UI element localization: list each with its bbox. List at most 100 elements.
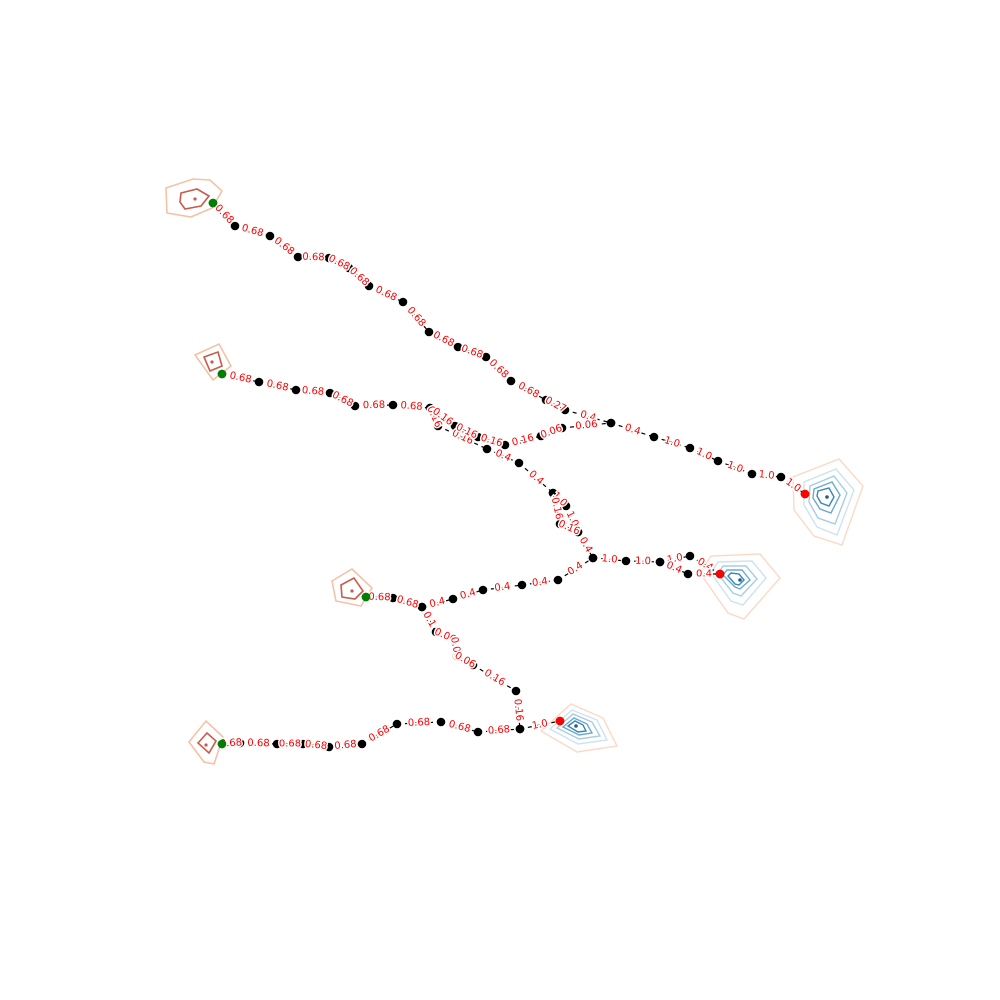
path-node bbox=[293, 252, 303, 262]
path-node bbox=[621, 556, 631, 566]
sink-contour bbox=[561, 717, 594, 736]
path-edge bbox=[521, 579, 559, 586]
path-edge bbox=[258, 381, 297, 391]
path-edge bbox=[472, 664, 517, 692]
path-node bbox=[453, 342, 463, 352]
path-edge bbox=[486, 448, 520, 464]
path-edge bbox=[557, 557, 594, 581]
edge-flow-label: 0.4 bbox=[494, 448, 513, 464]
path-edge bbox=[421, 598, 454, 608]
edge-flow-label: 1.0 bbox=[758, 469, 775, 482]
path-edge bbox=[519, 720, 561, 730]
edge-flow-label: 0.4 bbox=[494, 581, 511, 594]
edge-flow-label: 0.68 bbox=[431, 330, 456, 350]
path-node bbox=[473, 727, 483, 737]
edge-flow-label: 0.68 bbox=[395, 594, 420, 611]
path-edge bbox=[429, 407, 456, 427]
edge-flow-label: 0.06 bbox=[539, 423, 564, 441]
sink-contour bbox=[539, 703, 619, 753]
path-node bbox=[254, 377, 264, 387]
path-edge bbox=[440, 721, 479, 733]
path-node bbox=[561, 501, 571, 511]
path-edge bbox=[510, 380, 547, 401]
edge-flow-label: 1.0 bbox=[635, 556, 651, 567]
path-node bbox=[433, 421, 443, 431]
path-node bbox=[588, 553, 598, 563]
path-edge bbox=[689, 447, 719, 462]
path-node bbox=[436, 717, 446, 727]
edge-flow-label: 0.68 bbox=[302, 252, 325, 264]
edge-flow-label: 0.27 bbox=[543, 395, 568, 415]
path-node bbox=[350, 401, 360, 411]
sink-contour bbox=[555, 713, 602, 740]
path-edge bbox=[368, 285, 404, 303]
endpoints-layer bbox=[208, 198, 810, 749]
path-edge bbox=[221, 373, 260, 383]
path-edge bbox=[428, 331, 459, 348]
source-contour bbox=[196, 731, 218, 755]
path-node bbox=[776, 472, 786, 482]
edge-flow-label: 1.0 bbox=[601, 553, 618, 565]
sink-node bbox=[715, 569, 725, 579]
path-edge bbox=[577, 531, 594, 559]
edge-flow-label: 0.4 bbox=[623, 422, 642, 437]
source-center-dot bbox=[204, 743, 208, 747]
path-node bbox=[649, 432, 659, 442]
source-center-dot bbox=[193, 197, 197, 201]
sink-contour bbox=[808, 475, 848, 525]
edge-flow-label: 0.68 bbox=[327, 253, 352, 273]
path-node bbox=[557, 423, 567, 433]
path-edge bbox=[689, 555, 721, 575]
edge-flow-label: 0.16 bbox=[511, 698, 524, 721]
path-node bbox=[685, 443, 695, 453]
path-node bbox=[431, 627, 441, 637]
sink-center-dot bbox=[738, 578, 742, 582]
edge-flow-label: 0.68 bbox=[367, 724, 392, 745]
edge-flow-label: 0.68 bbox=[488, 724, 511, 737]
path-node bbox=[685, 551, 695, 561]
path-node bbox=[324, 253, 334, 263]
path-node bbox=[364, 281, 374, 291]
path-node bbox=[388, 400, 398, 410]
edge-flow-label: 0.68 bbox=[516, 380, 541, 400]
path-edge bbox=[717, 460, 753, 475]
source-center-dot bbox=[210, 360, 214, 364]
source-contour bbox=[202, 350, 223, 373]
path-edge bbox=[361, 723, 398, 745]
path-edge bbox=[625, 560, 661, 563]
source-node bbox=[208, 198, 218, 208]
edge-flow-label: 0.68 bbox=[487, 357, 511, 380]
edge-flow-label: 0.68 bbox=[330, 389, 355, 409]
path-edge bbox=[452, 589, 484, 600]
source-node bbox=[361, 592, 371, 602]
path-node bbox=[468, 660, 478, 670]
path-node bbox=[655, 557, 665, 567]
path-node bbox=[473, 432, 483, 442]
edge-flow-label: 0.68 bbox=[460, 343, 485, 361]
edge-flow-label: 0.68 bbox=[240, 223, 264, 240]
edge-flow-label: 0.68 bbox=[265, 378, 289, 393]
contours-layer bbox=[165, 178, 864, 765]
path-node bbox=[357, 739, 367, 749]
path-node bbox=[325, 388, 335, 398]
path-node bbox=[478, 585, 488, 595]
edge-flow-label: 1.0 bbox=[663, 435, 681, 450]
path-node bbox=[291, 385, 301, 395]
edge-flow-label: 0.68 bbox=[334, 739, 357, 752]
edge-flow-label: 0.68 bbox=[447, 719, 471, 735]
path-edge bbox=[234, 225, 271, 237]
sink-contour bbox=[803, 468, 855, 536]
source-contour bbox=[165, 178, 224, 218]
edge-flow-label: 1.0 bbox=[726, 460, 745, 476]
path-node bbox=[398, 297, 408, 307]
path-node bbox=[548, 488, 558, 498]
edge-flow-label: 0.68 bbox=[228, 370, 252, 385]
edge-flow-label: 0.16 bbox=[482, 668, 507, 689]
edge-flow-label: 0.1 bbox=[420, 610, 437, 629]
path-node bbox=[713, 456, 723, 466]
sink-contour bbox=[792, 458, 864, 546]
sink-contour bbox=[727, 572, 745, 586]
path-edge bbox=[552, 492, 561, 525]
edge-flow-label: 0.68 bbox=[374, 284, 399, 303]
